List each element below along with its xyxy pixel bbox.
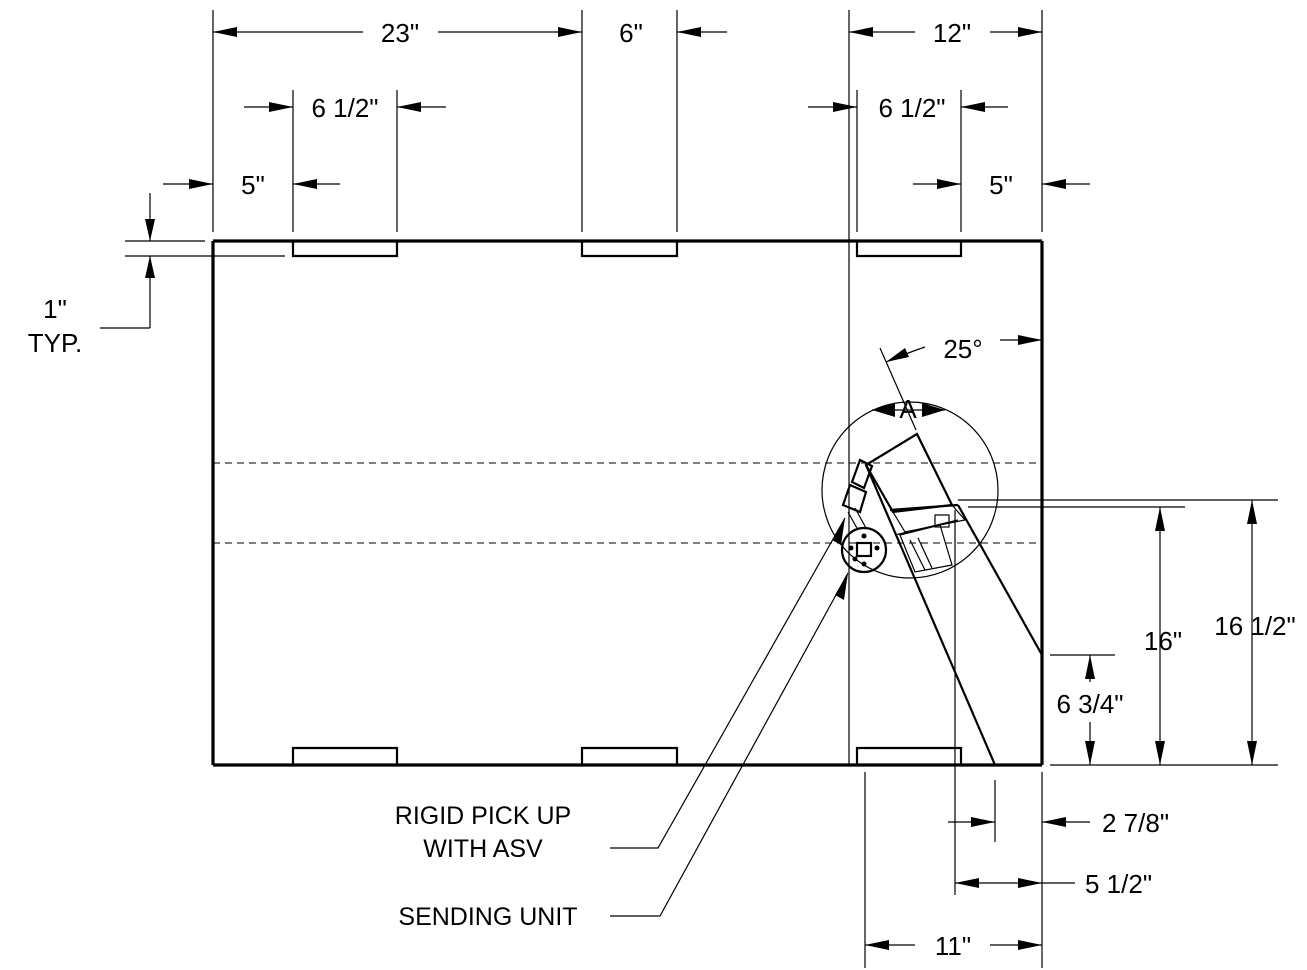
detail-circle	[821, 401, 999, 579]
dim-6half-left-label: 6 1/2"	[311, 93, 378, 123]
dim-6: 6"	[619, 18, 727, 48]
dim-16half-label: 16 1/2"	[1214, 611, 1296, 641]
dim-16-label: 16"	[1144, 626, 1182, 656]
pickup-callout-line2: WITH ASV	[423, 835, 543, 863]
dim-5half-label: 5 1/2"	[1085, 869, 1152, 899]
right-extension-lines	[958, 499, 1278, 766]
sending-unit	[840, 526, 888, 574]
dim-2seven8: 2 7/8"	[948, 808, 1169, 838]
extension-lines-top	[212, 10, 1043, 765]
angle-25-label: 25°	[943, 334, 982, 364]
fitting-box	[864, 432, 967, 573]
dim-2seven8-label: 2 7/8"	[1102, 808, 1169, 838]
dim-1-label: 1"	[43, 294, 67, 324]
dim-1-typ: 1" TYP.	[28, 193, 285, 358]
dim-6half-right-label: 6 1/2"	[878, 93, 945, 123]
leader-pickup	[610, 517, 846, 849]
dim-5-right: 5"	[913, 170, 1090, 200]
dim-6three4: 6 3/4"	[1056, 655, 1124, 765]
dim-11: 11"	[865, 931, 1042, 961]
dim-16: 16"	[1144, 507, 1182, 765]
dim-6three4-label: 6 3/4"	[1056, 689, 1123, 719]
dim-5-right-label: 5"	[989, 170, 1013, 200]
dim-6half-right: 6 1/2"	[808, 93, 1008, 123]
angle-25: 25°	[879, 334, 1042, 431]
sending-unit-callout: SENDING UNIT	[398, 903, 577, 931]
bottom-straps	[291, 746, 963, 765]
top-straps	[291, 241, 963, 258]
leader-sending-unit	[610, 572, 849, 917]
section-a: A	[872, 394, 945, 424]
dim-16half: 16 1/2"	[1214, 500, 1296, 765]
pickup-callout-line1: RIGID PICK UP	[395, 802, 571, 830]
dim-12-label: 12"	[933, 18, 971, 48]
dim-23-label: 23"	[381, 18, 419, 48]
bottom-extension-lines	[864, 510, 1043, 968]
tank-outline	[211, 239, 1044, 767]
dim-6half-left: 6 1/2"	[244, 93, 446, 123]
asv-valve	[841, 458, 874, 531]
dim-12: 12"	[849, 18, 1042, 48]
dim-5-left-label: 5"	[241, 170, 265, 200]
dim-11-label: 11"	[935, 931, 971, 961]
dim-5-left: 5"	[163, 170, 340, 200]
dim-typ-label: TYP.	[28, 328, 82, 358]
section-a-label: A	[899, 394, 917, 424]
dim-6-label: 6"	[619, 18, 643, 48]
dim-23: 23"	[213, 18, 582, 48]
dim-5half: 5 1/2"	[955, 869, 1152, 899]
